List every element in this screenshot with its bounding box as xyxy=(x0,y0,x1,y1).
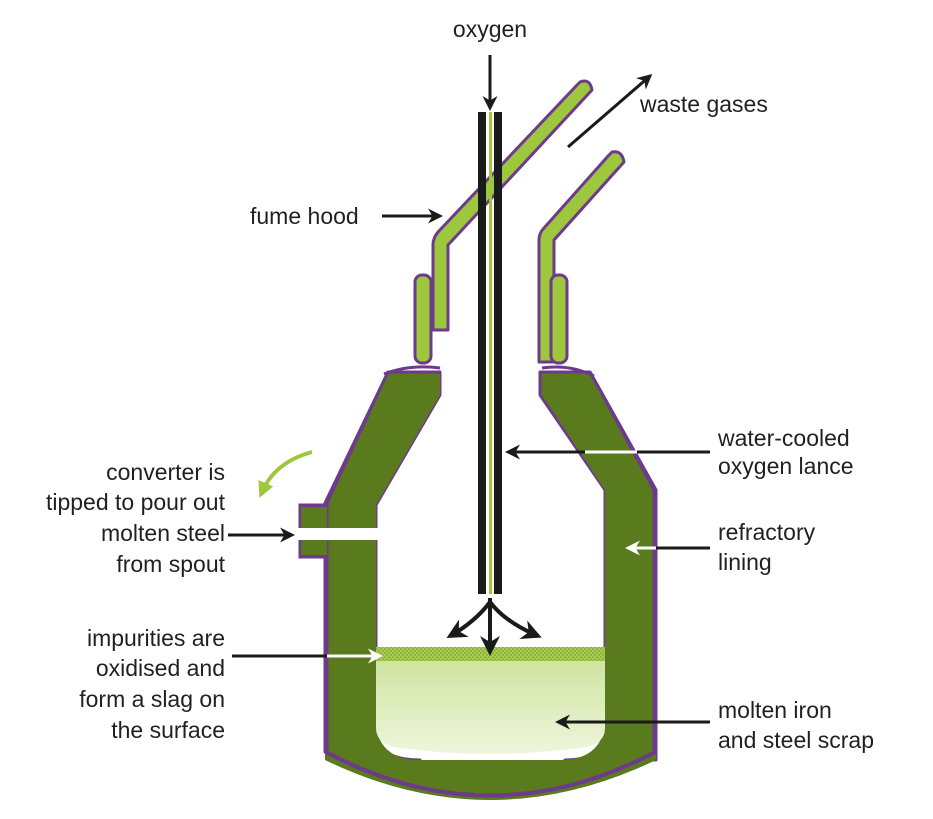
oxygen-lance xyxy=(478,112,502,594)
converter-vessel xyxy=(298,365,658,800)
label-impurities-3: form a slag on xyxy=(79,686,225,712)
label-waste-gases: waste gases xyxy=(639,91,768,117)
label-molten-1: molten iron xyxy=(718,697,832,723)
waste-gases-arrow xyxy=(567,74,653,149)
label-impurities-2: oxidised and xyxy=(96,655,225,681)
label-lance-1: water-cooled xyxy=(717,425,850,451)
label-impurities-4: the surface xyxy=(111,717,225,743)
oxygen-jet-arrows xyxy=(446,598,542,656)
label-fume-hood: fume hood xyxy=(250,203,359,229)
label-lining-1: refractory xyxy=(718,519,816,545)
label-lining-2: lining xyxy=(718,549,772,575)
label-impurities-1: impurities are xyxy=(87,625,225,651)
label-lance-2: oxygen lance xyxy=(718,453,854,479)
label-converter-4: from spout xyxy=(116,551,225,577)
label-molten-2: and steel scrap xyxy=(718,727,874,753)
tip-rotation-arrow xyxy=(258,450,313,498)
label-converter-1: converter is xyxy=(106,459,225,485)
molten-iron xyxy=(376,660,605,754)
label-converter-3: molten steel xyxy=(101,520,225,546)
label-converter-2: tipped to pour out xyxy=(46,489,226,515)
label-oxygen: oxygen xyxy=(453,16,527,42)
fume-hood xyxy=(413,79,626,365)
